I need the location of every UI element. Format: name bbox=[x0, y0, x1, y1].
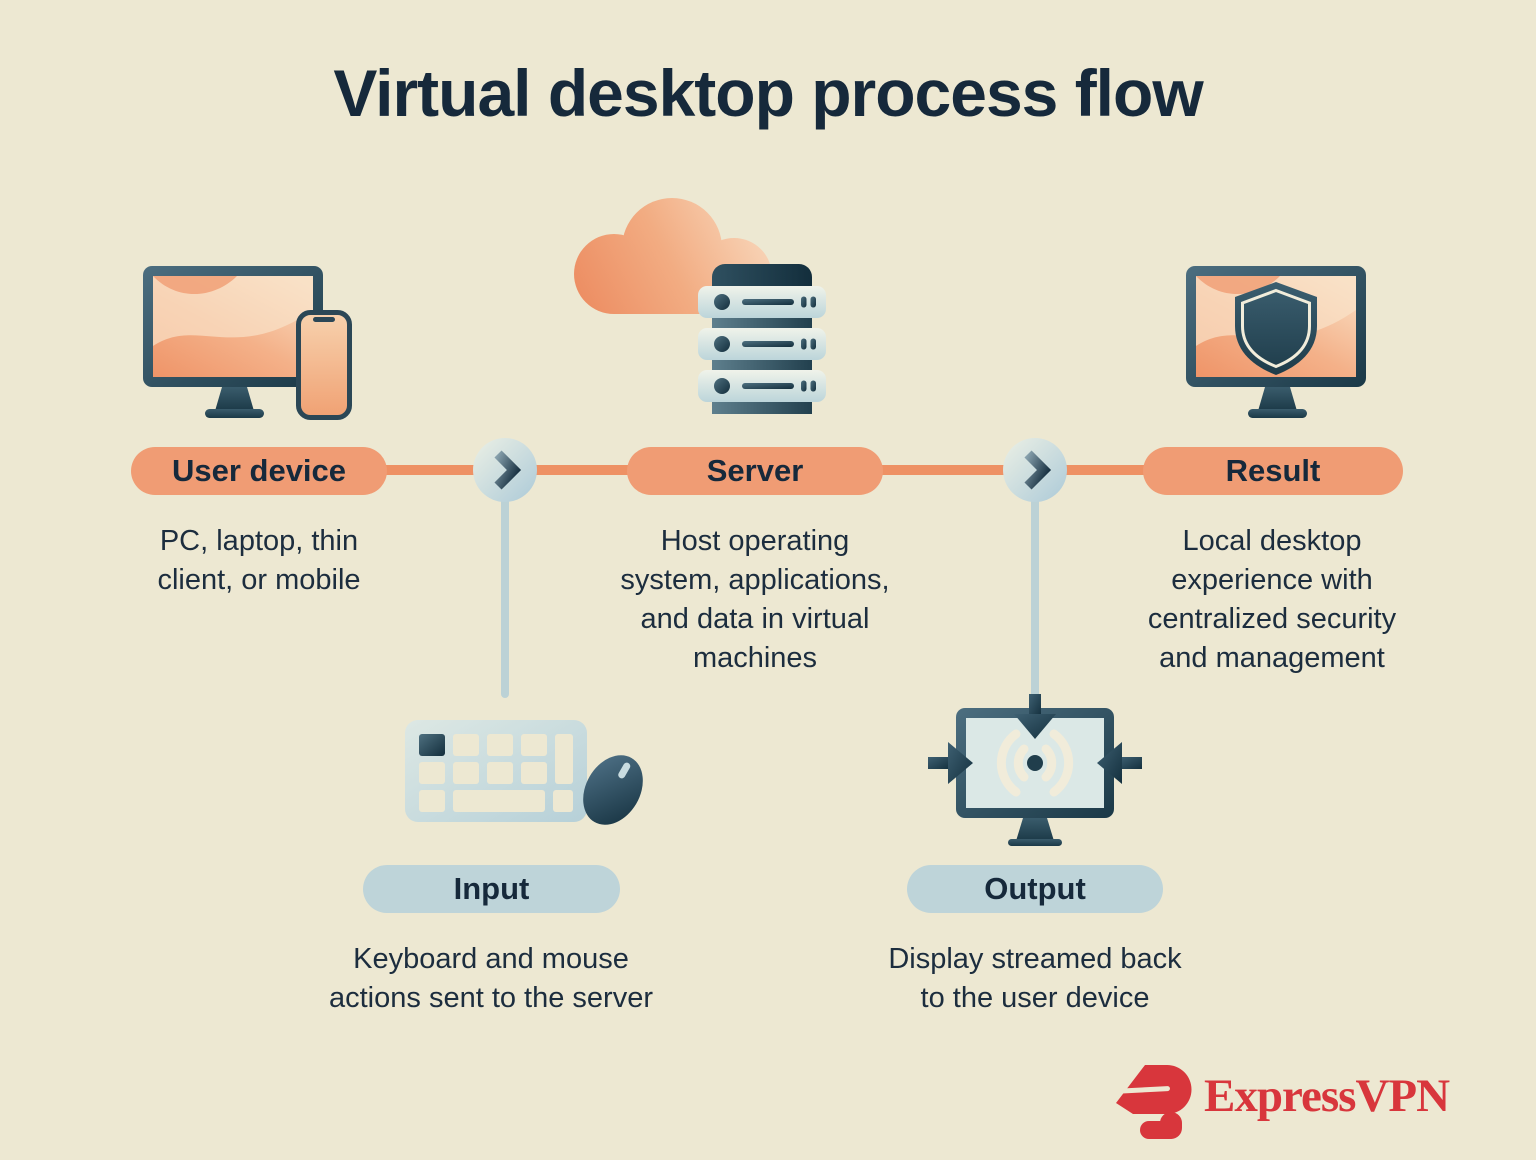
page-title: Virtual desktop process flow bbox=[333, 56, 1203, 130]
wireless-waves-icon bbox=[996, 729, 1074, 797]
mouse-icon bbox=[583, 755, 643, 825]
input-description: Keyboard and mouse actions sent to the s… bbox=[329, 943, 653, 1014]
secure-desktop-shield-icon bbox=[1186, 266, 1371, 423]
node-label-server: Server bbox=[627, 447, 883, 495]
result-description: Local desktop experience with centralize… bbox=[1147, 525, 1397, 674]
desktop-monitor-icon bbox=[143, 266, 328, 423]
output-description: Display streamed back to the user device bbox=[888, 943, 1182, 1014]
server-description: Host operating system, applications, and… bbox=[620, 525, 890, 674]
shield-icon bbox=[1235, 282, 1317, 375]
output-drop-line bbox=[1031, 470, 1039, 708]
display-streaming-icon bbox=[928, 694, 1142, 851]
keyboard-and-mouse-icon bbox=[405, 714, 647, 847]
expressvpn-logomark-icon bbox=[1112, 1062, 1204, 1145]
flow-connector-2 bbox=[1003, 438, 1067, 502]
chevron-right-icon bbox=[473, 438, 537, 502]
server-rack-icon bbox=[698, 262, 826, 419]
expressvpn-wordmark: ExpressVPN bbox=[1204, 1070, 1450, 1122]
flow-connector-1 bbox=[473, 438, 537, 502]
node-label-input: Input bbox=[363, 865, 620, 913]
chevron-right-icon bbox=[1003, 438, 1067, 502]
input-drop-line bbox=[501, 470, 509, 698]
node-label-output: Output bbox=[907, 865, 1163, 913]
inbound-arrows-icon bbox=[928, 694, 1142, 784]
node-label-result: Result bbox=[1143, 447, 1403, 495]
user-device-description: PC, laptop, thin client, or mobile bbox=[157, 525, 361, 596]
mobile-phone-icon bbox=[296, 310, 352, 425]
node-label-user-device: User device bbox=[131, 447, 387, 495]
